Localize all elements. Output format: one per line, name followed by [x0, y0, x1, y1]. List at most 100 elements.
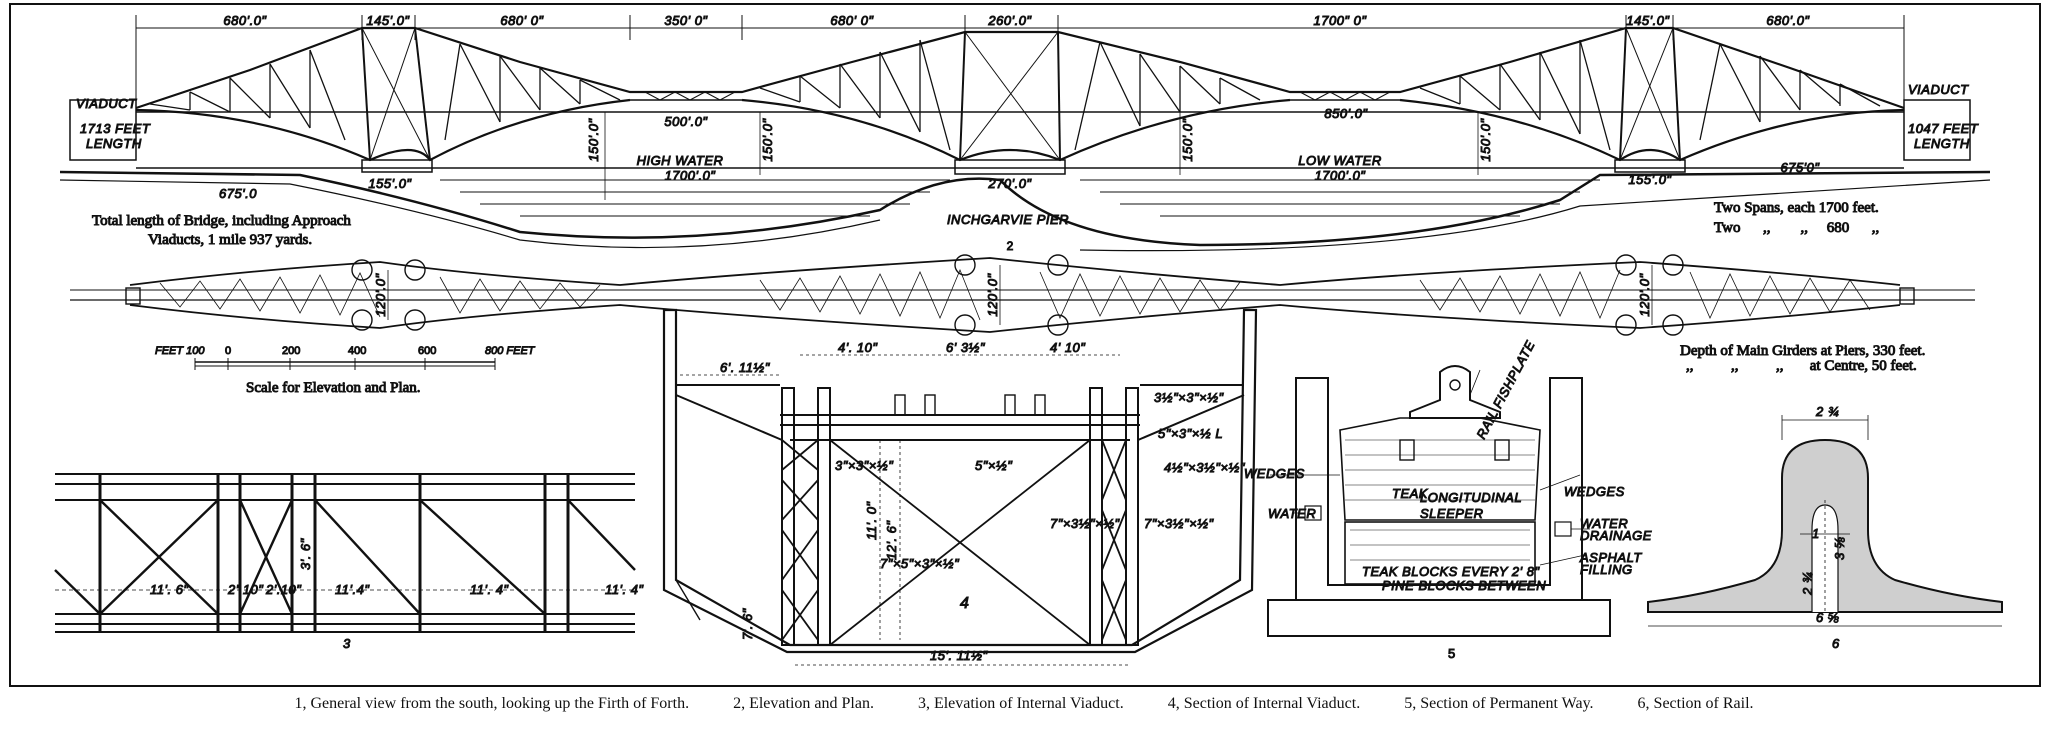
fig5-pine-blocks: PINE BLOCKS BETWEEN [1382, 578, 1546, 593]
viaduct-right: VIADUCT [1908, 82, 1969, 97]
fig3-dim-4: 11'.4" [335, 582, 370, 597]
fig6-top: 2 ¾ [1815, 404, 1839, 419]
left-length-1: 1713 FEET [80, 121, 151, 136]
height-2: 150'.0" [760, 118, 775, 162]
caption-fig3: 3, Elevation of Internal Viaduct. [917, 695, 1124, 712]
plan-width-3: 120'.0" [1637, 273, 1652, 317]
scale-tick-800: 800 FEET [485, 345, 536, 357]
dim-260: 260'.0" [987, 13, 1032, 28]
fig6-rail-section: 2 ¾ 1 3 ⅝ 2 ¾ 6 ⅝ 6 [1647, 404, 2003, 652]
fig5-longitudinal: LONGITUDINAL [1420, 490, 1522, 505]
plate-border [9, 3, 2041, 687]
fig4-dim-11: 7"×3½"×½" [1144, 516, 1215, 531]
scale-caption: Scale for Elevation and Plan. [246, 380, 421, 396]
fig5-permanent-way-section: RAIL FISHPLATE WEDGES WEDGES TEAK LONGIT… [1244, 338, 1652, 662]
height-3: 150'.0" [1180, 118, 1195, 162]
fig5-wedges-right: WEDGES [1564, 484, 1625, 499]
scale-tick-200: 200 [282, 345, 300, 357]
fig5-water: WATER [1268, 506, 1316, 521]
fig5-water-drainage-1: WATER [1580, 516, 1628, 531]
dim-145-a: 145'.0" [366, 13, 410, 28]
fig4-dim-13: 7"×5"×3"×½" [880, 556, 960, 571]
fig2-number: 2 [1007, 239, 1014, 253]
depth-note-2: ,, ,, ,, at Centre, 50 feet. [1686, 358, 1917, 374]
span-1700-a: 1700'.0" [665, 168, 717, 183]
fig3-dim-6: 11'. 4" [470, 582, 509, 597]
height-4: 150'.0" [1478, 118, 1493, 162]
dim-1700: 1700" 0" [1314, 13, 1368, 28]
fig6-h2: 2 ¾ [1800, 572, 1815, 596]
fig3-internal-viaduct-elevation: 11'. 6" 2'.10" 2'.10" 11'.4" 3'. 6" 11'.… [54, 473, 644, 652]
fig6-base: 6 ⅝ [1816, 610, 1839, 625]
total-length-1: Total length of Bridge, including Approa… [92, 213, 351, 229]
fig4-dim-15: 5"×3"×½ L [1158, 426, 1223, 441]
height-1: 150'.0" [586, 118, 601, 162]
fig4-dim-6: 11'. 0" [864, 501, 879, 540]
fig4-dim-16: 7'. 6" [740, 607, 755, 640]
fig3-dim-2: 2'.10" [227, 582, 264, 597]
fig3-number: 3 [343, 636, 351, 651]
fig4-dim-2: 4'. 10" [838, 340, 878, 355]
fig4-number: 4 [960, 595, 969, 612]
total-length-2: Viaducts, 1 mile 937 yards. [148, 232, 312, 248]
fig4-dim-12: 4½"×3½"×½" [1164, 460, 1246, 475]
fig4-dim-7: 12'. 6" [884, 520, 899, 560]
scale-tick-600: 600 [418, 345, 436, 357]
left-length-2: LENGTH [86, 136, 142, 151]
dim-680-a: 680'.0" [223, 13, 267, 28]
fig3-dim-1: 11'. 6" [150, 582, 189, 597]
fig5-number: 5 [1448, 646, 1455, 661]
fig5-sleeper: SLEEPER [1420, 506, 1483, 521]
plan-width-2: 120'.0" [985, 273, 1000, 317]
dim-680-b: 680' 0" [500, 13, 544, 28]
fig5-teak: TEAK [1392, 486, 1429, 501]
scale-tick-0: 0 [225, 345, 231, 357]
plan-width-1: 120'.0" [373, 273, 388, 317]
dim-680-d: 680'.0" [1766, 13, 1810, 28]
high-water: HIGH WATER [637, 153, 724, 168]
depth-note-1: Depth of Main Girders at Piers, 330 feet… [1680, 343, 1925, 359]
caption-fig4: 4, Section of Internal Viaduct. [1167, 695, 1361, 712]
dim-145-b: 145'.0" [1626, 13, 1670, 28]
span-1700-b: 1700'.0" [1315, 168, 1367, 183]
fig5-teak-blocks: TEAK BLOCKS EVERY 2' 8" [1362, 564, 1540, 579]
fig3-dim-7: 11'. 4" [605, 582, 644, 597]
right-length-1: 1047 FEET [1908, 121, 1979, 136]
span-500: 500'.0" [664, 114, 708, 129]
fig5-wedges-left: WEDGES [1244, 466, 1305, 481]
base-155-left: 155'.0" [368, 176, 412, 191]
fig4-internal-viaduct-section: 6'. 11½" 4'. 10" 6' 3½" 4' 10" 15'. 11½"… [662, 308, 1258, 666]
pier-label: INCHGARVIE PIER [947, 212, 1069, 227]
spans-note-1: Two Spans, each 1700 feet. [1714, 200, 1879, 216]
right-length-2: LENGTH [1914, 136, 1970, 151]
scale-bar: FEET 100 0 200 400 600 800 FEET Scale fo… [155, 345, 537, 397]
caption-fig1: 1, General view from the south, looking … [294, 695, 690, 712]
spans-note-2: Two ,, ,, 680 ,, [1714, 220, 1879, 236]
fig6-h1: 3 ⅝ [1832, 537, 1847, 560]
fig4-dim-5: 15'. 11½" [930, 648, 989, 663]
caption-fig5: 5, Section of Permanent Way. [1404, 695, 1594, 712]
fig4-dim-9: 5"×½" [975, 458, 1013, 473]
fig4-dim-8: 3"×3"×½" [835, 458, 894, 473]
fig3-dim-3: 2'.10" [265, 582, 302, 597]
fig5-asphalt-1: ASPHALT [1579, 550, 1642, 565]
fig4-dim-10: 7"×3½"×½" [1050, 516, 1121, 531]
dim-680-c: 680' 0" [830, 13, 874, 28]
fig5-asphalt-2: FILLING [1580, 562, 1633, 577]
fig5-water-drainage-2: DRAINAGE [1580, 528, 1652, 543]
base-155-right: 155'.0" [1628, 172, 1672, 187]
viaduct-left: VIADUCT [76, 96, 137, 111]
caption-fig6: 6, Section of Rail. [1637, 695, 1754, 712]
bridge-plan: 120'.0" 120'.0" 120'.0" [70, 254, 1975, 336]
scale-tick-400: 400 [348, 345, 366, 357]
dim-350: 350' 0" [664, 13, 708, 28]
fig4-dim-1: 6'. 11½" [720, 360, 771, 375]
fig3-dim-5: 3'. 6" [298, 537, 313, 570]
fig5-rail-fishplate: RAIL FISHPLATE [1473, 338, 1537, 441]
figure-captions: 1, General view from the south, looking … [0, 695, 2048, 725]
caption-fig2: 2, Elevation and Plan. [733, 695, 874, 712]
fig4-dim-3: 6' 3½" [946, 340, 986, 355]
fig6-number: 6 [1832, 636, 1840, 651]
